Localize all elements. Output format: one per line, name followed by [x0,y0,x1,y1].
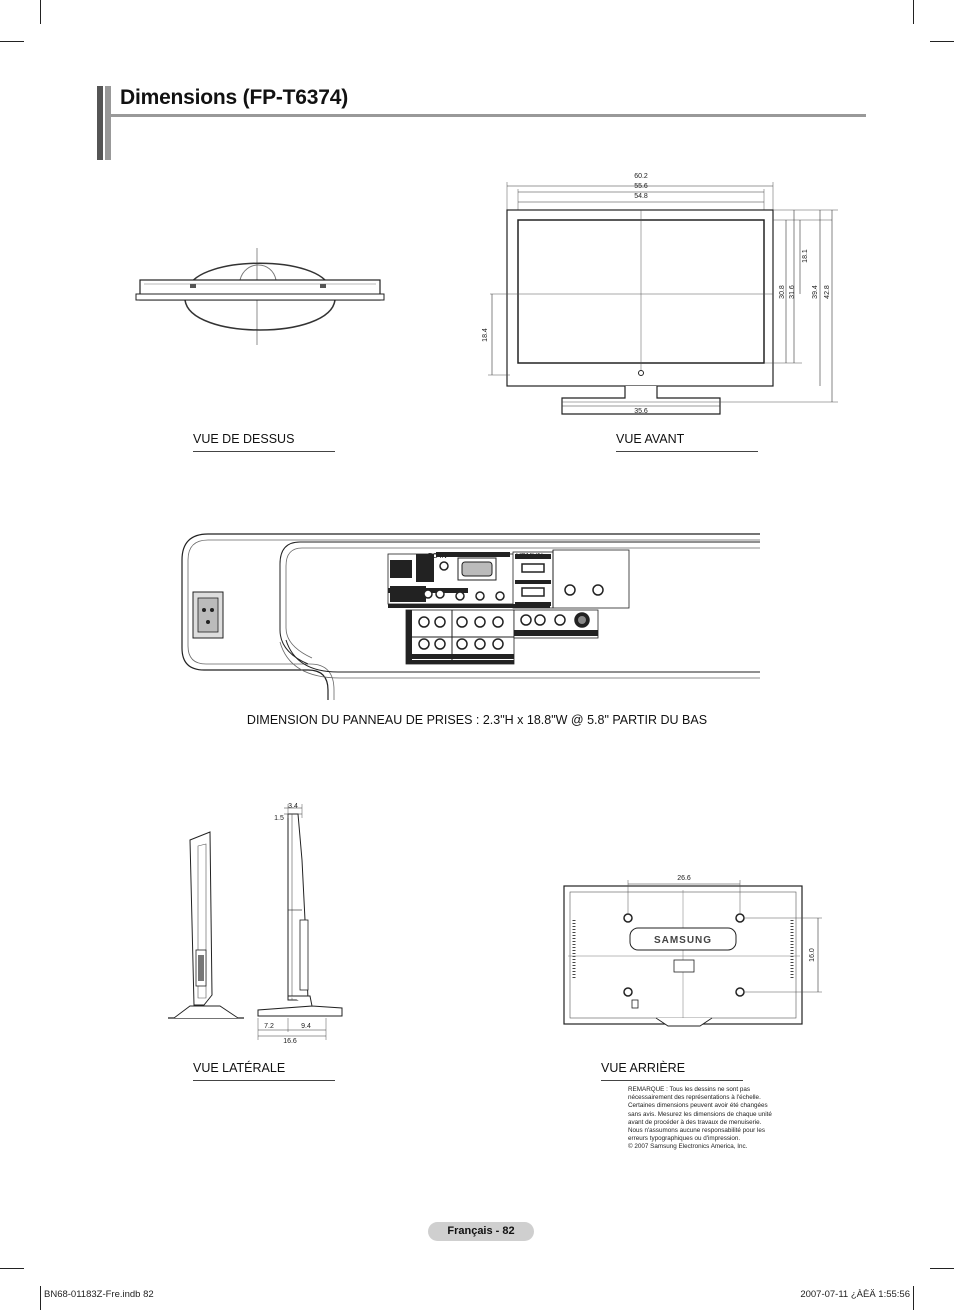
crop-mark [0,1268,24,1269]
dim-side-base-total: 16.6 [283,1038,297,1045]
dim-rear-holes-h: 16.0 [809,948,816,962]
top-view-drawing [135,248,385,345]
disclaimer-note: REMARQUE : Tous les dessins ne sont pas … [628,1086,803,1152]
dim-side-top-small: 1.5 [274,815,284,822]
front-view-drawing: 60.2 55.6 54.8 35.6 18.4 18.1 30.8 31.6 … [482,173,838,415]
page-title: Dimensions (FP-T6374) [120,86,349,109]
dim-side-top: 3.4 [288,803,298,810]
rear-view-drawing: SAMSUNG 26.6 16.0 [563,875,822,1027]
title-accent-bar [105,86,111,160]
crop-mark [913,1286,914,1310]
crop-mark [0,41,24,42]
dim-height-2: 30.8 [779,285,786,299]
dim-rear-holes-w: 26.6 [677,875,691,882]
note-line: © 2007 Samsung Electronics America, Inc. [628,1143,748,1151]
note-line: nécessairement des représentations à l'é… [628,1094,761,1102]
dim-stand-width: 35.6 [634,408,648,415]
dim-side-base-left: 7.2 [264,1023,274,1030]
crop-mark [930,1268,954,1269]
title-accent-bar [97,86,103,160]
note-line: Certaines dimensions peuvent avoir été c… [628,1102,768,1110]
dim-side-base-right: 9.4 [301,1023,311,1030]
dim-height-3: 31.6 [789,285,796,299]
view-label-side: VUE LATÉRALE [193,1061,286,1075]
dim-height-4: 39.4 [812,285,819,299]
view-label-rule [616,451,758,452]
title-rule [111,114,866,117]
footer-timestamp: 2007-07-11 ¿ÀÈÄ 1:55:56 [800,1289,910,1300]
view-label-rule [193,1080,335,1081]
view-label-rule [193,451,335,452]
view-label-rear: VUE ARRIÈRE [601,1061,686,1075]
dim-width-screen: 54.8 [634,193,648,200]
view-label-top: VUE DE DESSUS [193,432,295,446]
panel-caption: DIMENSION DU PANNEAU DE PRISES : 2.3"H x… [246,713,708,727]
footer-file-info: BN68-01183Z-Fre.indb 82 [44,1289,154,1300]
dim-width-bezel: 55.6 [634,183,648,190]
crop-mark [913,0,914,24]
note-line: sans avis. Mesurez les dimensions de cha… [628,1110,772,1118]
dim-height-left: 18.4 [482,328,489,342]
crop-mark [40,0,41,24]
view-label-rule [601,1080,743,1081]
crop-mark [930,41,954,42]
rear-brand-logo: SAMSUNG [654,935,712,946]
crop-mark [40,1286,41,1310]
note-line: avant de procéder à des travaux de menui… [628,1118,762,1126]
dim-height-5: 42.8 [824,285,831,299]
note-line: REMARQUE : Tous les dessins ne sont pas [628,1086,751,1093]
dim-width-overall: 60.2 [634,173,648,180]
side-view-drawing: 3.4 1.5 7.2 9.4 16.6 [168,803,343,1045]
panel-label-hdmi: HDMI IN [516,553,543,560]
page-number-badge: Français - 82 [428,1222,534,1241]
dim-height-1: 18.1 [802,249,809,263]
note-line: Nous n'assumons aucune responsabilité po… [628,1127,766,1135]
connector-panel-drawing: PC IN HDMI IN [181,533,760,700]
panel-label-pc: PC IN [428,553,447,560]
note-line: erreurs typographiques ou d'impression. [628,1135,741,1143]
view-label-front: VUE AVANT [616,432,685,446]
